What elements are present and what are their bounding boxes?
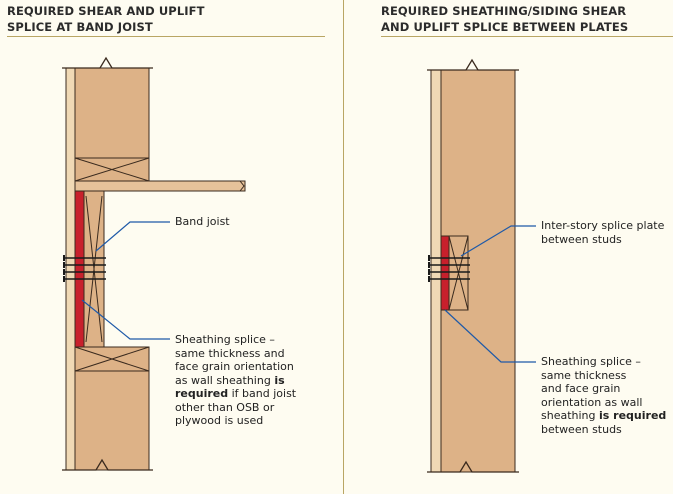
- left-floor-joist: [74, 180, 246, 192]
- left-splice-line-4a: as wall sheathing: [175, 373, 275, 387]
- right-splice-plate-leader: [460, 225, 536, 257]
- left-sheathing-splice-label: Sheathing splice – same thickness and fa…: [175, 333, 299, 428]
- left-splice-line-4b: is: [274, 373, 285, 387]
- band-joist-text: Band joist: [175, 215, 230, 228]
- left-splice-line-7: plywood is used: [175, 414, 264, 427]
- left-title-line-2: SPLICE AT BAND JOIST: [7, 20, 153, 34]
- left-wall-assembly: [65, 67, 246, 471]
- right-wall-sheathing: [430, 69, 442, 473]
- right-bottom-break: [427, 460, 519, 473]
- right-top-break: [427, 58, 519, 71]
- right-splice-leader: [444, 309, 536, 363]
- left-sheathing-splice: [74, 190, 85, 348]
- left-nails: [64, 257, 106, 280]
- band-joist-label: Band joist: [175, 215, 230, 229]
- left-splice-leader: [81, 299, 170, 340]
- right-splice-line-2: same thickness: [541, 368, 627, 382]
- left-panel-title: REQUIRED SHEAR AND UPLIFT SPLICE AT BAND…: [7, 3, 325, 35]
- left-upper-stud: [74, 67, 150, 159]
- right-title-rule: [381, 36, 673, 37]
- right-title-line-1: REQUIRED SHEATHING/SIDING SHEAR: [381, 4, 627, 18]
- left-splice-line-5a: required: [175, 387, 229, 400]
- left-band-joist-leader: [95, 221, 170, 252]
- left-splice-line-5b: if band joist: [228, 387, 297, 400]
- left-splice-line-4: as wall sheathing is: [175, 374, 299, 388]
- plate-line-2: between studs: [541, 232, 622, 246]
- left-splice-line-5: required if band joist: [175, 387, 299, 401]
- right-panel-title: REQUIRED SHEATHING/SIDING SHEAR AND UPLI…: [381, 3, 671, 35]
- plate-line-1: Inter-story splice plate: [541, 219, 665, 232]
- right-nails: [429, 257, 470, 280]
- splice-plate-label: Inter-story splice plate between studs: [541, 219, 664, 246]
- left-lower-stud: [74, 370, 150, 471]
- right-sheathing-splice: [440, 235, 450, 311]
- left-splice-line-1: Sheathing splice –: [175, 333, 275, 346]
- left-splice-line-3: face grain orientation: [175, 360, 294, 373]
- right-wall-assembly: [430, 69, 516, 473]
- left-title-rule: [7, 36, 325, 37]
- right-splice-line-6: between studs: [541, 422, 622, 436]
- right-splice-line-1: Sheathing splice –: [541, 355, 641, 368]
- left-top-break: [62, 56, 153, 69]
- panel-divider: [343, 0, 344, 494]
- right-splice-line-5a: sheathing: [541, 409, 600, 422]
- left-title-line-1: REQUIRED SHEAR AND UPLIFT: [7, 4, 205, 18]
- right-splice-line-5: sheathing is required: [541, 409, 671, 423]
- right-splice-line-3: and face grain: [541, 382, 621, 395]
- right-sheathing-splice-label: Sheathing splice – same thickness and fa…: [541, 355, 671, 436]
- left-splice-line-6: other than OSB or: [175, 400, 275, 414]
- right-title-line-2: AND UPLIFT SPLICE BETWEEN PLATES: [381, 20, 629, 34]
- left-bottom-break: [62, 458, 153, 471]
- right-splice-line-5b: is required: [599, 409, 667, 422]
- left-splice-line-2: same thickness and: [175, 346, 285, 360]
- left-wall-sheathing: [65, 67, 76, 471]
- right-splice-line-4: orientation as wall: [541, 395, 643, 409]
